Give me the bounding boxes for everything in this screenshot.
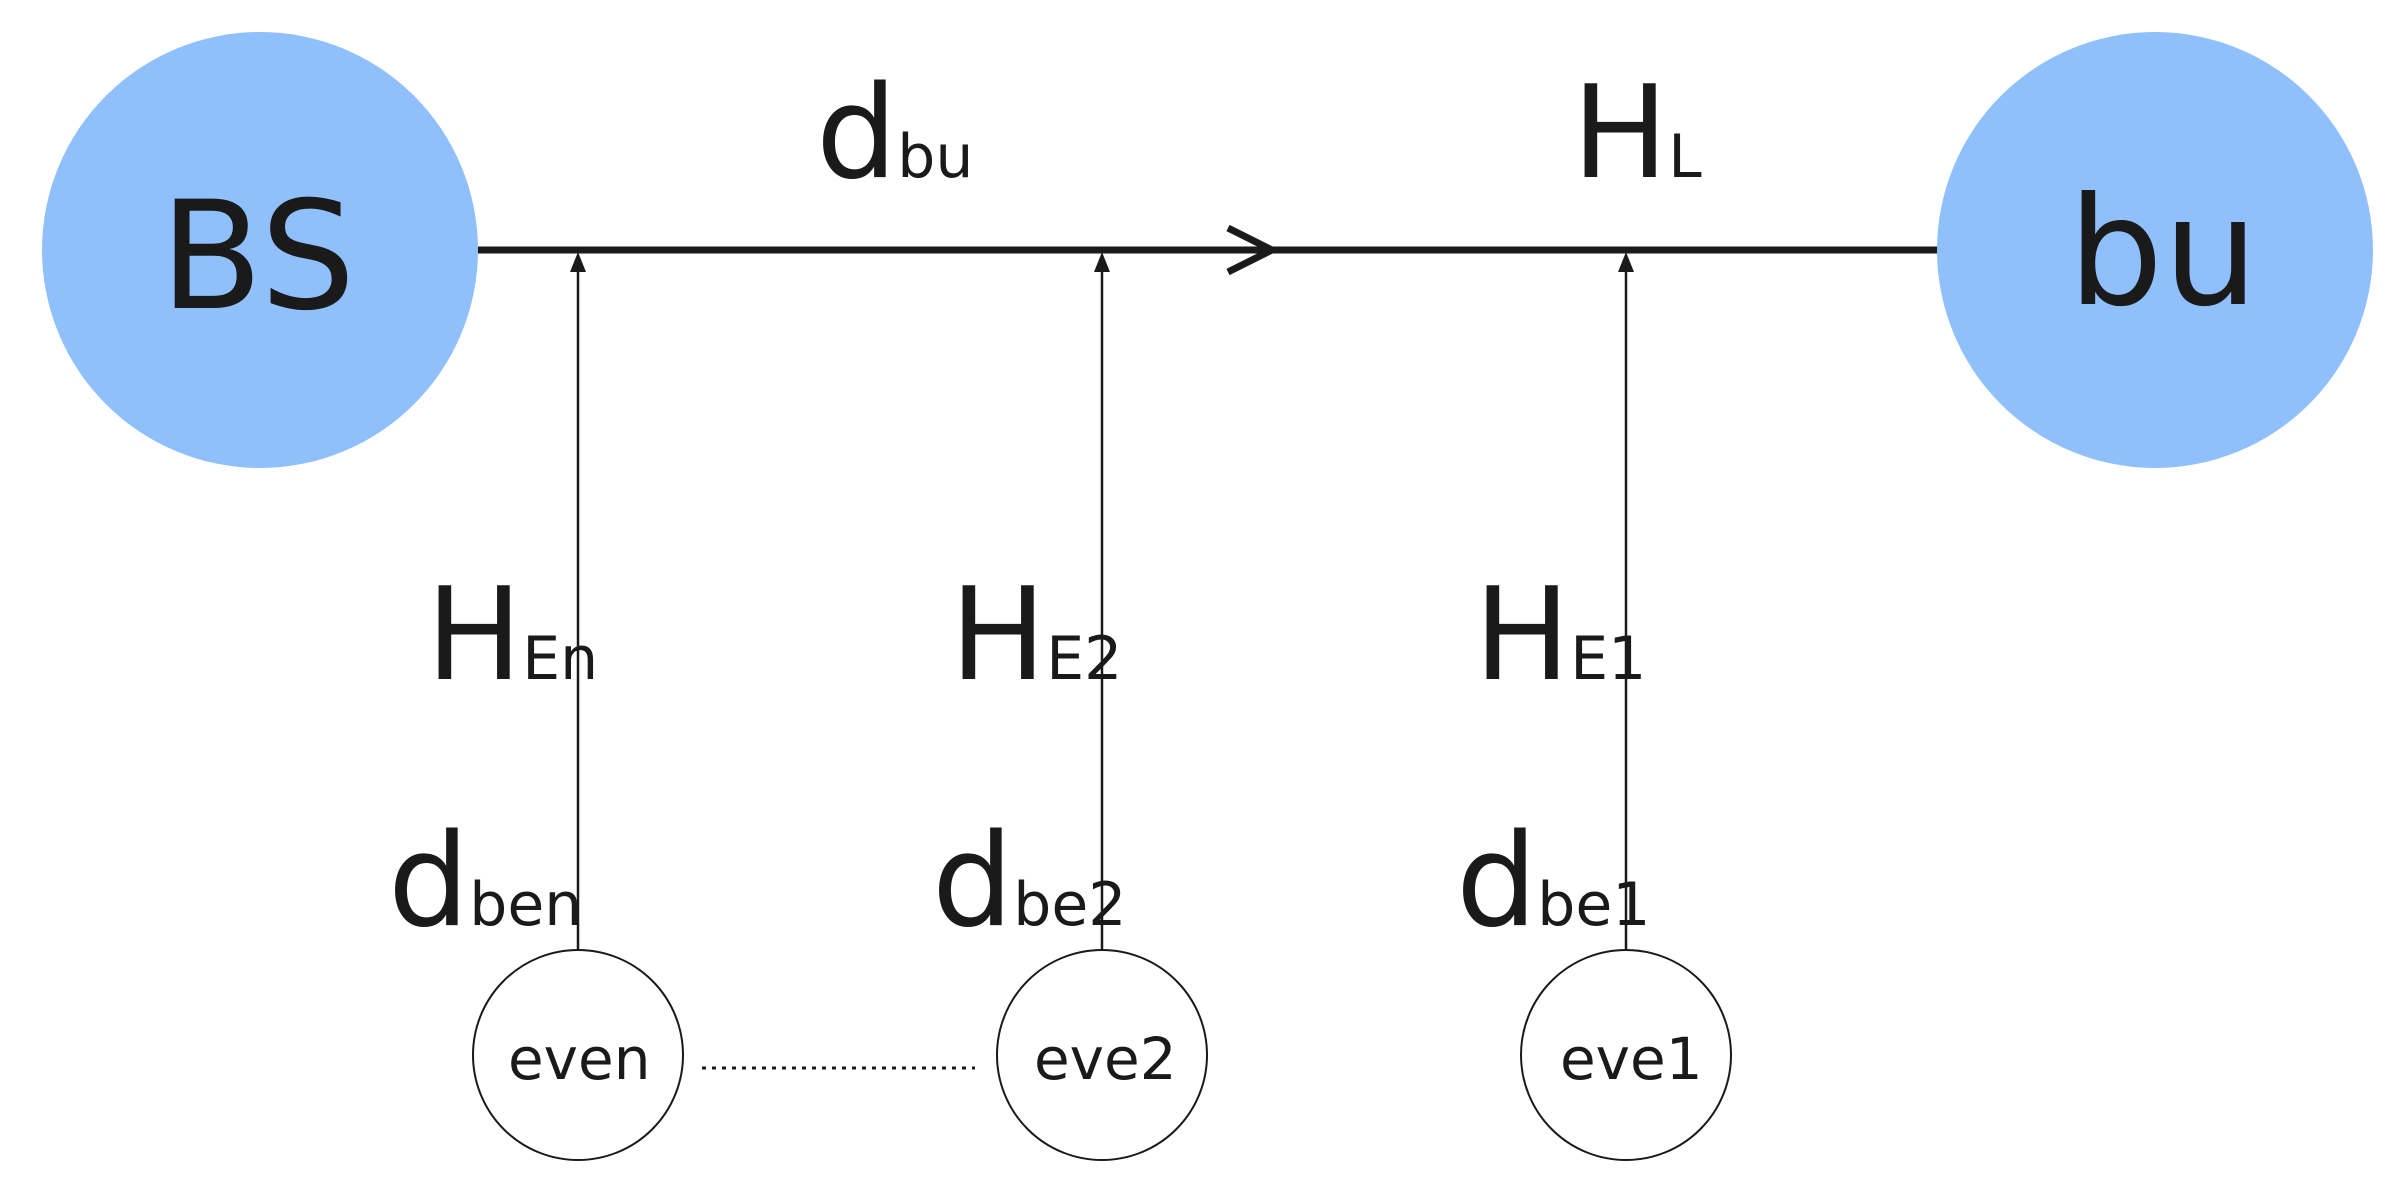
eve-distance-label-eve2: dbe2 [932, 807, 1127, 956]
eve-node-circle-eve1 [1520, 949, 1732, 1161]
eve-node-circle-eve2 [996, 949, 1208, 1161]
eve-distance-label-even: dben [388, 807, 583, 956]
eve-distance-label-eve1: dbe1 [1456, 807, 1651, 956]
eve-channel-label-even: HEn [426, 561, 599, 710]
main-link-channel-label: HL [1572, 59, 1702, 208]
eve-node-label-even: even [508, 1025, 651, 1093]
direction-arrowhead [1226, 224, 1280, 276]
eve-channel-label-eve2: HE2 [950, 561, 1123, 710]
eve-link-arrowhead-eve1 [1618, 252, 1634, 272]
bu-node-circle [1937, 32, 2373, 468]
bs-node-label: BS [160, 170, 356, 344]
main-link-distance-label: dbu [816, 59, 974, 208]
eve-link-arrowhead-even [570, 252, 586, 272]
eve-node-label-eve1: eve1 [1560, 1025, 1703, 1093]
eve-node-label-eve2: eve2 [1034, 1025, 1177, 1093]
eve-node-circle-even [472, 949, 684, 1161]
bs-node-circle [42, 32, 478, 468]
eve-link-arrowhead-eve2 [1094, 252, 1110, 272]
eve-channel-label-eve1: HE1 [1474, 561, 1647, 710]
bu-node-label: bu [2068, 166, 2259, 340]
